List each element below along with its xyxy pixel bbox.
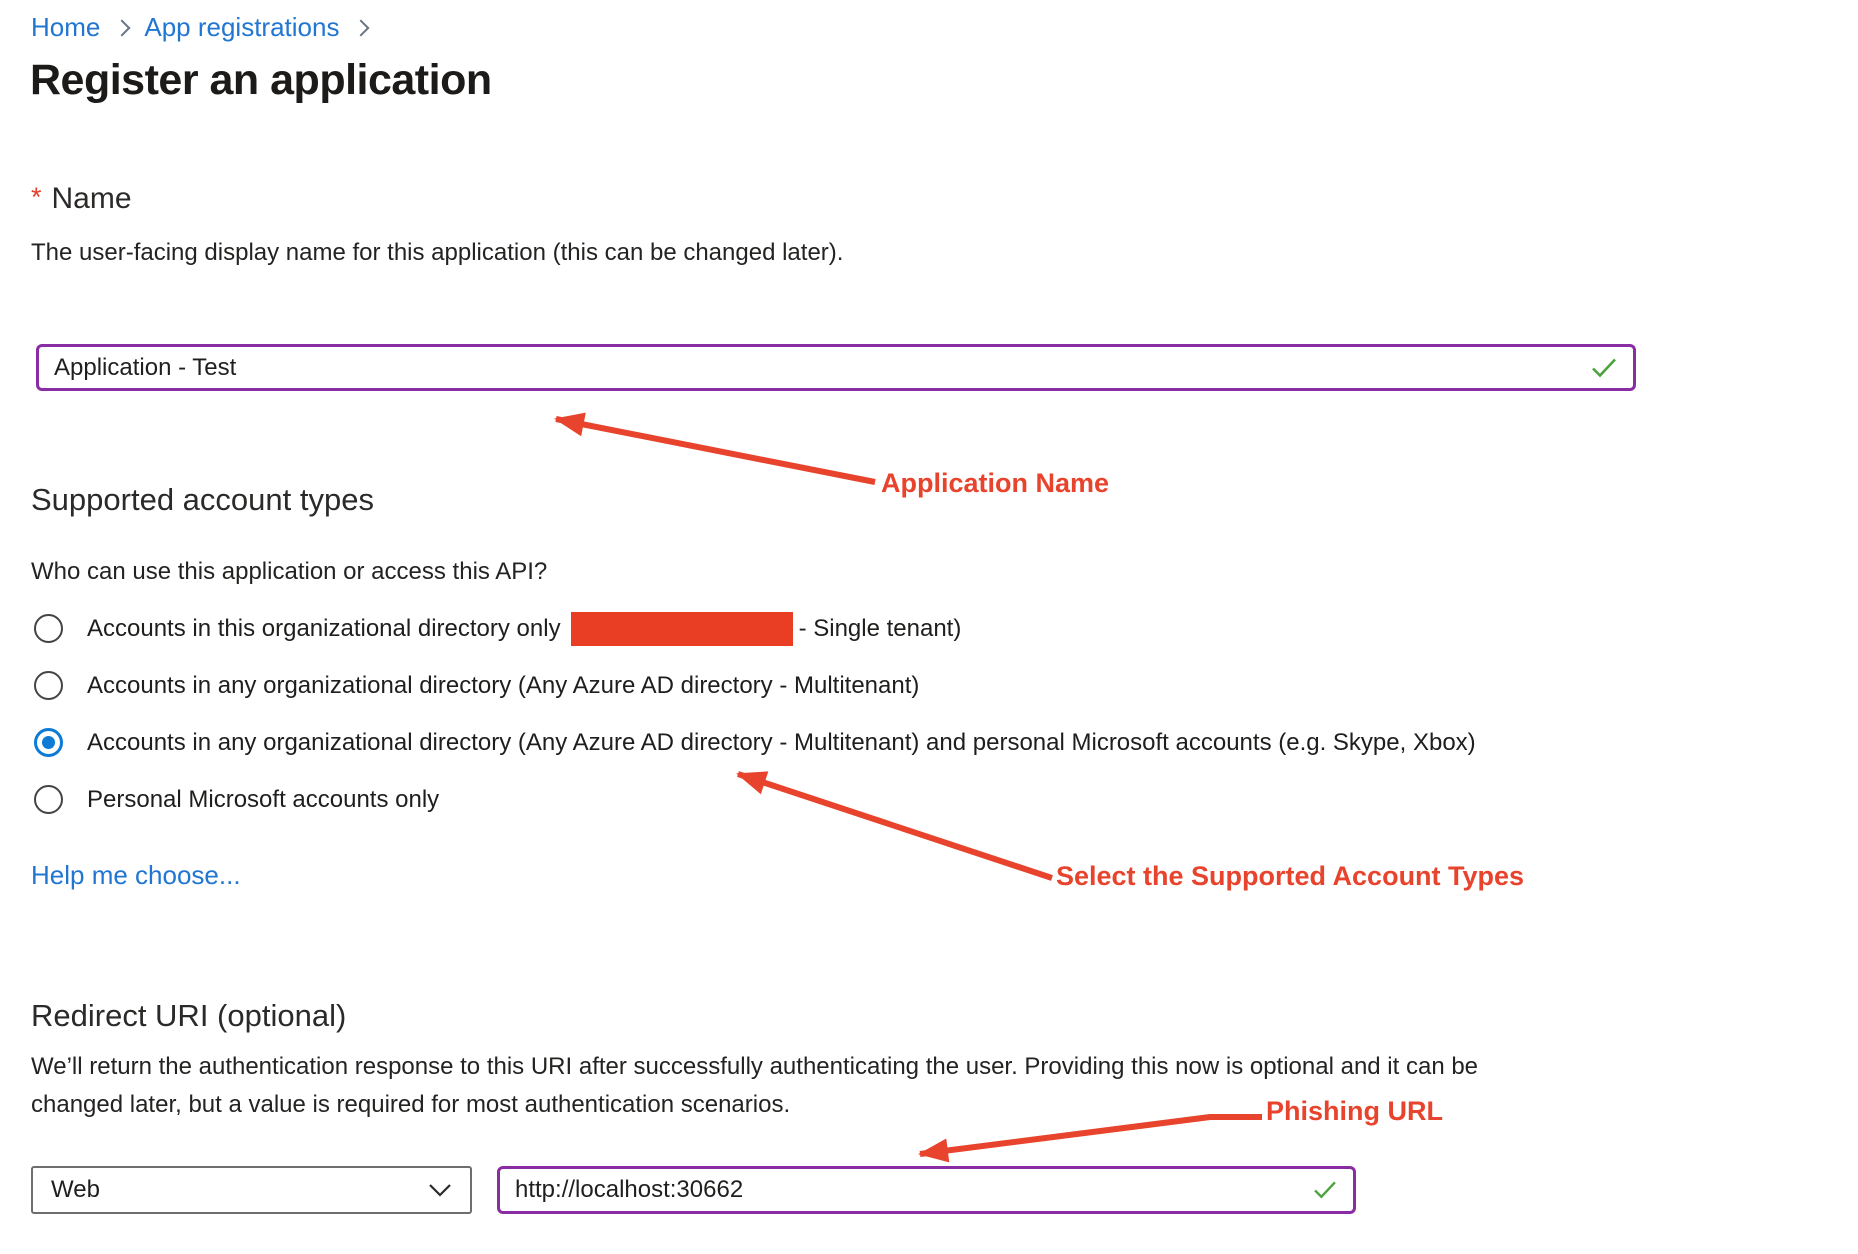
radio-selected-icon [34, 728, 63, 757]
platform-select[interactable]: Web [31, 1166, 472, 1214]
name-field-description: The user-facing display name for this ap… [31, 239, 844, 266]
supported-account-types-heading: Supported account types [31, 482, 374, 517]
chevron-down-icon [428, 1183, 452, 1197]
chevron-right-icon [352, 19, 370, 37]
radio-option-text: Personal Microsoft accounts only [87, 785, 440, 813]
redirect-uri-description-line2: changed later, but a value is required f… [31, 1091, 791, 1118]
name-label-text: Name [51, 182, 132, 215]
annotation-label-phishing-url: Phishing URL [1266, 1096, 1443, 1126]
radio-option-multitenant[interactable]: Accounts in any organizational directory… [34, 657, 1476, 714]
annotation-arrow-application-name [554, 412, 876, 485]
name-field-label: * Name [31, 182, 132, 216]
supported-account-types-radio-group: Accounts in this organizational director… [34, 600, 1476, 828]
radio-option-text: Accounts in any organizational directory… [87, 671, 920, 699]
radio-option-text: - Single tenant) [798, 614, 962, 642]
radio-unselected-icon [34, 785, 63, 814]
radio-option-personal-only[interactable]: Personal Microsoft accounts only [34, 771, 1476, 828]
chevron-right-icon [113, 19, 131, 37]
radio-option-label: Accounts in any organizational directory… [87, 672, 919, 700]
application-name-input-value[interactable] [39, 353, 1633, 382]
redirect-uri-description: We’ll return the authentication response… [31, 1048, 1478, 1124]
annotation-label-application-name: Application Name [881, 468, 1110, 498]
radio-option-label: Accounts in this organizational director… [87, 611, 962, 646]
radio-option-text: Accounts in this organizational director… [87, 614, 561, 642]
required-asterisk: * [31, 182, 42, 212]
breadcrumb-app-registrations-link[interactable]: App registrations [144, 12, 340, 42]
breadcrumb: Home App registrations [31, 12, 370, 43]
radio-option-label: Accounts in any organizational directory… [87, 729, 1476, 757]
application-name-input[interactable] [36, 344, 1636, 391]
checkmark-icon [1313, 1181, 1337, 1200]
radio-option-text: Accounts in any organizational directory… [87, 728, 1476, 756]
redacted-tenant-name [570, 611, 793, 646]
redirect-uri-description-line1: We’ll return the authentication response… [31, 1053, 1479, 1080]
redirect-uri-input[interactable] [497, 1166, 1356, 1214]
account-types-question: Who can use this application or access t… [31, 558, 548, 585]
redirect-uri-heading: Redirect URI (optional) [31, 998, 347, 1033]
radio-option-multitenant-and-personal[interactable]: Accounts in any organizational directory… [34, 714, 1476, 771]
redirect-uri-input-value[interactable] [500, 1176, 1353, 1204]
radio-unselected-icon [34, 671, 63, 700]
help-me-choose-link[interactable]: Help me choose... [31, 860, 241, 890]
radio-unselected-icon [34, 614, 63, 643]
page-title: Register an application [30, 56, 492, 104]
breadcrumb-home-link[interactable]: Home [31, 12, 101, 42]
radio-option-label: Personal Microsoft accounts only [87, 786, 439, 814]
annotation-label-account-types: Select the Supported Account Types [1056, 861, 1525, 891]
checkmark-icon [1591, 357, 1617, 378]
platform-select-value: Web [51, 1176, 100, 1203]
radio-option-single-tenant[interactable]: Accounts in this organizational director… [34, 600, 1476, 657]
